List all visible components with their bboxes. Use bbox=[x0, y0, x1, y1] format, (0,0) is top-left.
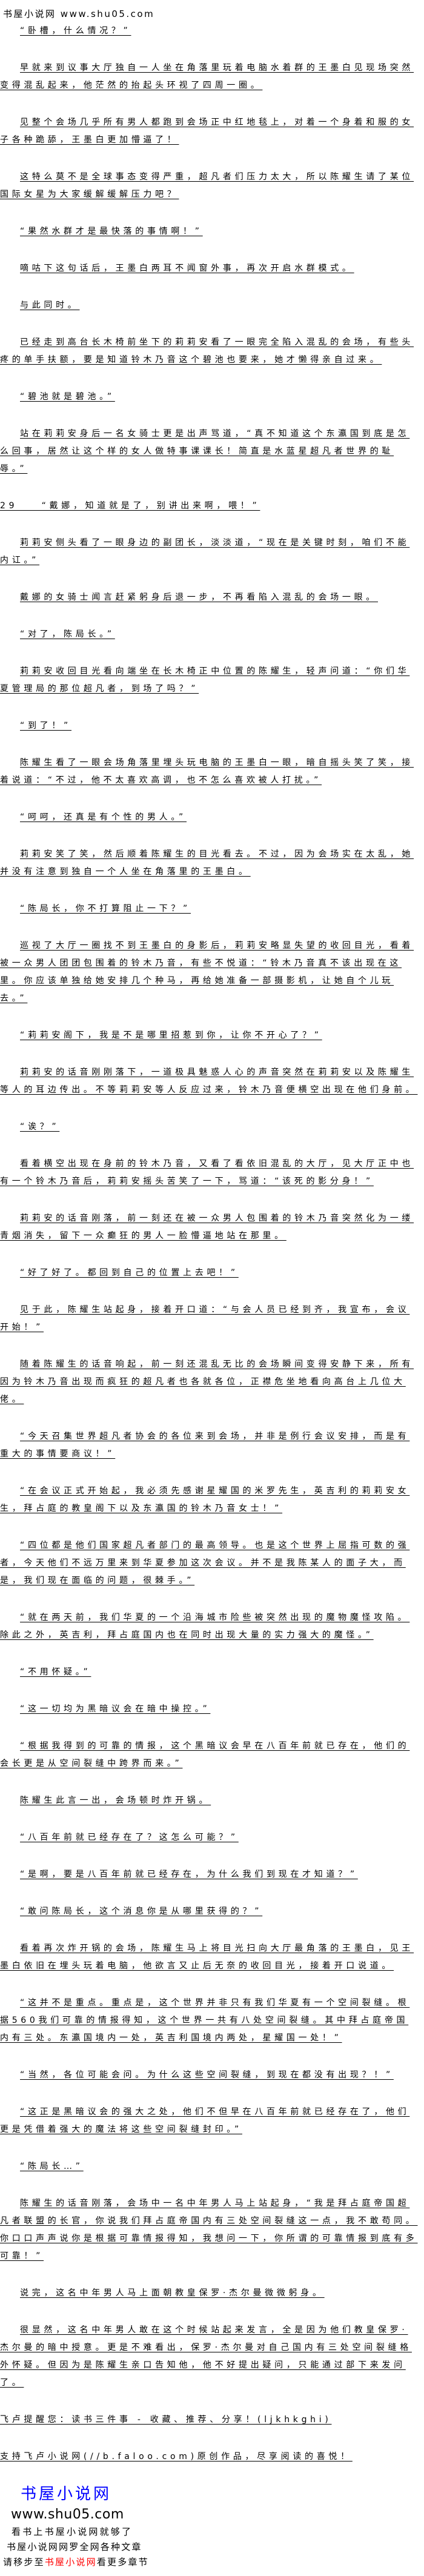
paragraph: “根据我得到的可靠的情报，这个黑暗议会早在八百年前就已存在，他们的会长更是从空间… bbox=[0, 1741, 410, 1768]
paragraph: 29 “戴娜，知道就是了，别讲出来啊，喂！” bbox=[0, 501, 260, 511]
paragraph: “陈局长…” bbox=[20, 2162, 84, 2171]
paragraph: 见整个会场几乎所有男人都跑到会场正中红地毯上，对着一个身着和服的女子各种跪舔，王… bbox=[0, 118, 414, 145]
paragraph: 已经走到高台长木椅前坐下的莉莉安看了一眼完全陷入混乱的会场，有些头疼的单手扶额，… bbox=[0, 337, 414, 365]
paragraph: 早就来到议事大厅独自一人坐在角落里玩着电脑水着群的王墨白见现场突然变得混乱起来，… bbox=[0, 63, 414, 90]
paragraph: 莉莉安的话音刚刚落下，一道极具魅惑人心的声音突然在莉莉安以及陈耀生等人的耳边传出… bbox=[0, 1067, 418, 1095]
paragraph: “今天召集世界超凡者协会的各位来到会场，并非是例行会议安排，而是有重大的事情要商… bbox=[0, 1432, 410, 1459]
paragraph: 莉莉安侧头看了一眼身边的副团长，淡淡道，“现在是关键时刻，咱们不能内讧。” bbox=[0, 538, 410, 565]
paragraph: “呵呵，还真是有个性的男人。” bbox=[20, 812, 187, 822]
logo-slogan: 看书上书屋小说网就够了 bbox=[12, 2526, 133, 2537]
paragraph: 莉莉安的话音刚落，前一刻还在被一众男人包围着的铃木乃音突然化为一缕青烟消失，留下… bbox=[0, 1213, 414, 1241]
paragraph: “敢问陈局长，这个消息你是从哪里获得的？” bbox=[20, 1907, 263, 1916]
paragraph: 说完，这名中年男人马上面朝教皇保罗·杰尔曼微微躬身。 bbox=[20, 2288, 325, 2298]
paragraph: “八百年前就已经存在了？这怎么可能？” bbox=[20, 1833, 239, 1842]
footer-note: 支持飞卢小说网(//b.faloo.com)原创作品，尽享阅读的喜悦！ bbox=[0, 2452, 353, 2461]
logo-slogan-site-link[interactable]: 书屋小说网 bbox=[44, 2557, 97, 2568]
paragraph: “好了好了。都回到自己的位置上去吧！” bbox=[20, 1268, 239, 1278]
paragraph: 莉莉安收回目光看向端坐在长木椅正中位置的陈耀生，轻声问道：“你们华夏管理局的那位… bbox=[0, 666, 410, 694]
paragraph: 随着陈耀生的话音响起，前一刻还混乱无比的会场瞬间变得安静下来，所有因为铃木乃音出… bbox=[0, 1359, 414, 1404]
paragraph: “莉莉安阁下，我是不是哪里招惹到你，让你不开心了？” bbox=[20, 1031, 322, 1040]
paragraph: 陈耀生的话音刚落，会场中一名中年男人马上站起身，“我是拜占庭帝国超凡者联盟的长官… bbox=[0, 2199, 418, 2261]
site-logo-block: 书屋小说网 www.shu05.com 看书上书屋小说网就够了 书屋小说网网罗全… bbox=[0, 2485, 157, 2576]
paragraph: “果然水群才是最快落的事情啊！” bbox=[20, 227, 203, 236]
paragraph: “在会议正式开始起，我必须先感谢星耀国的米罗先生，英吉利的莉莉安女生，拜占庭的教… bbox=[0, 1486, 410, 1513]
site-url[interactable]: www.shu05.com bbox=[60, 8, 155, 19]
logo-name[interactable]: 书屋小说网 bbox=[21, 2485, 112, 2503]
logo-slogan-suffix: 看更多章节 bbox=[96, 2557, 149, 2568]
paragraph: “是啊，要是八百年前就已经存在，为什么我们到现在才知道？” bbox=[20, 1870, 358, 1879]
paragraph: “碧池就是碧池。” bbox=[20, 392, 115, 402]
paragraph: “这正是黑暗议会的强大之处，他们不但早在八百年前就已经存在了，他们更是凭借着强大… bbox=[0, 2107, 410, 2134]
paragraph: 巡视了大厅一圈找不到王墨白的身影后，莉莉安略显失望的收回目光，看着被一众男人团团… bbox=[0, 941, 414, 1003]
paragraph: 看着再次炸开锅的会场，陈耀生马上将目光扫向大厅最角落的王墨白，见王墨白依旧在埋头… bbox=[0, 1944, 414, 1971]
paragraph-list: “卧槽，什么情况？” 早就来到议事大厅独自一人坐在角落里玩着电脑水着群的王墨白见现… bbox=[0, 22, 419, 2392]
paragraph: 见于此，陈耀生站起身，接着开口道：“与会人员已经到齐，我宣布，会议开始！” bbox=[0, 1305, 410, 1332]
logo-slogan-prefix: 请移步至 bbox=[3, 2557, 45, 2568]
paragraph: 戴娜的女骑士闻言赶紧躬身后退一步，不再看陷入混乱的会场一眼。 bbox=[20, 593, 378, 602]
paragraph: 与此同时。 bbox=[20, 300, 80, 310]
paragraph: 陈耀生看了一眼会场角落里埋头玩电脑的王墨白一眼，暗自摇头笑了笑，接着说道：“不过… bbox=[0, 758, 414, 785]
paragraph: 站在莉莉安身后一名女骑士更是出声骂道，“真不知道这个东瀛国到底是怎么回事，居然让… bbox=[0, 429, 410, 474]
paragraph: “当然，各位可能会问。为什么这些空间裂缝，到现在都没有出现？！” bbox=[20, 2070, 394, 2080]
paragraph: “陈局长，你不打算阻止一下？” bbox=[20, 904, 191, 914]
paragraph: “诶？” bbox=[20, 1122, 60, 1132]
footer-notes: 飞卢提醒您：读书三件事 - 收藏、推荐、分享！(ljkhkghi) 支持飞卢小说网… bbox=[0, 2411, 419, 2466]
paragraph: “这并不是重点。重点是，这个世界并非只有我们华夏有一个空间裂缝。根据560我们可… bbox=[0, 1998, 410, 2043]
chapter-content: “卧槽，什么情况？” 早就来到议事大厅独自一人坐在角落里玩着电脑水着群的王墨白见现… bbox=[0, 22, 419, 2466]
paragraph: 这特么莫不是全球事态变得严重，超凡者们压力太大，所以陈耀生请了某位国际女星为大家… bbox=[0, 172, 414, 199]
site-header: 书屋小说网 www.shu05.com bbox=[0, 0, 424, 22]
paragraph: 莉莉安笑了笑，然后顺着陈耀生的目光看去。不过，因为会场实在太乱，她并没有注意到独… bbox=[0, 849, 414, 877]
logo-slogan: 书屋小说网网罗全网各种文章 bbox=[7, 2541, 142, 2552]
paragraph: “到了！” bbox=[20, 721, 72, 731]
paragraph: “不用怀疑。” bbox=[20, 1667, 91, 1677]
logo-url[interactable]: www.shu05.com bbox=[11, 2507, 124, 2522]
paragraph: “这一切均为黑暗议会在暗中操控。” bbox=[20, 1704, 211, 1714]
paragraph: 陈耀生此言一出，会场顿时炸开锅。 bbox=[20, 1796, 211, 1805]
paragraph: “四位都是他们国家超凡者部门的最高领导。也是这个世界上屈指可数的强者，今天他们不… bbox=[0, 1541, 410, 1585]
paragraph: “卧槽，什么情况？” bbox=[20, 26, 131, 36]
paragraph: “就在两天前，我们华夏的一个沿海城市险些被突然出现的魔物魔怪攻陷。除此之外，英吉… bbox=[0, 1613, 410, 1640]
paragraph: 看着横空出现在身前的铃木乃音，又看了看依旧混乱的大厅，见大厅正中也有一个铃木乃音… bbox=[0, 1159, 414, 1186]
paragraph: “对了，陈局长。” bbox=[20, 629, 115, 639]
paragraph: 嘀咕下这句话后，王墨白两耳不闻窗外事，再次开启水群模式。 bbox=[20, 264, 354, 273]
site-name: 书屋小说网 bbox=[3, 8, 56, 19]
paragraph: 很显然，这名中年男人敢在这个时候站起来发言，全是因为他们教皇保罗·杰尔曼的暗中授… bbox=[0, 2325, 412, 2388]
footer-note: 飞卢提醒您：读书三件事 - 收藏、推荐、分享！(ljkhkghi) bbox=[0, 2415, 332, 2425]
logo-slogan: 请移步至书屋小说网看更多章节 bbox=[3, 2557, 149, 2568]
